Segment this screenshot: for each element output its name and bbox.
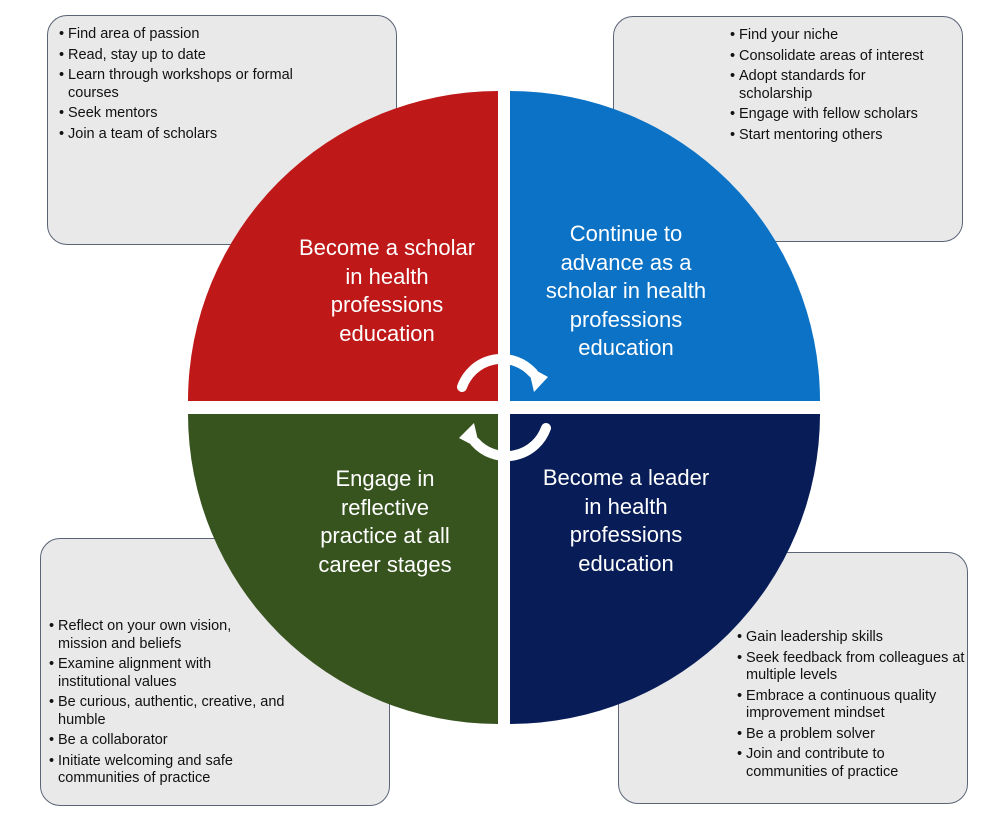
list-item: Be a collaborator: [49, 732, 290, 750]
bullet-list: Reflect on your own vision, mission and …: [49, 618, 389, 788]
quadrant-top-right: [510, 91, 820, 401]
list-item: Reflect on your own vision, mission and …: [49, 618, 280, 653]
list-item: Seek mentors: [59, 105, 308, 123]
note-box-bottom-left: Reflect on your own vision, mission and …: [40, 538, 390, 806]
quadrant-label-top-right: Continue to advance as a scholar in heal…: [545, 221, 707, 360]
quadrant-bottom-right: [510, 414, 820, 724]
list-item: Join and contribute to communities of pr…: [737, 746, 968, 781]
list-item: Read, stay up to date: [59, 47, 308, 65]
note-box-top-left: Find area of passion Read, stay up to da…: [47, 15, 397, 245]
list-item: Seek feedback from colleagues at multipl…: [737, 650, 968, 685]
list-item: Consolidate areas of interest: [730, 48, 961, 66]
quadrant-label-bottom-left: Engage in reflective practice at all car…: [318, 466, 452, 577]
list-item: Initiate welcoming and safe communities …: [49, 753, 290, 788]
quadrant-label-bottom-right: Become a leader in health professions ed…: [542, 465, 710, 576]
bullet-list: Find area of passion Read, stay up to da…: [59, 26, 396, 143]
list-item: Find area of passion: [59, 26, 308, 44]
list-item: Be a problem solver: [737, 726, 968, 744]
cycle-arrow-icon: [459, 423, 551, 462]
list-item: Find your niche: [730, 27, 961, 45]
list-item: Examine alignment with institutional val…: [49, 656, 263, 691]
quadrant-label-top-left: Become a scholar in health professions e…: [298, 235, 476, 346]
list-item: Adopt standards for scholarship: [730, 68, 909, 103]
cycle-arrow-icon: [457, 353, 548, 392]
bullet-list: Find your niche Consolidate areas of int…: [730, 27, 962, 144]
list-item: Join a team of scholars: [59, 126, 308, 144]
bullet-list: Gain leadership skills Seek feedback fro…: [737, 629, 967, 781]
list-item: Be curious, authentic, creative, and hum…: [49, 694, 290, 729]
list-item: Gain leadership skills: [737, 629, 968, 647]
quadrant-top-left: [188, 91, 498, 401]
quadrant-bottom-left: [188, 414, 498, 724]
list-item: Engage with fellow scholars: [730, 106, 961, 124]
list-item: Embrace a continuous quality improvement…: [737, 688, 968, 723]
list-item: Start mentoring others: [730, 127, 961, 145]
list-item: Learn through workshops or formal course…: [59, 67, 308, 102]
